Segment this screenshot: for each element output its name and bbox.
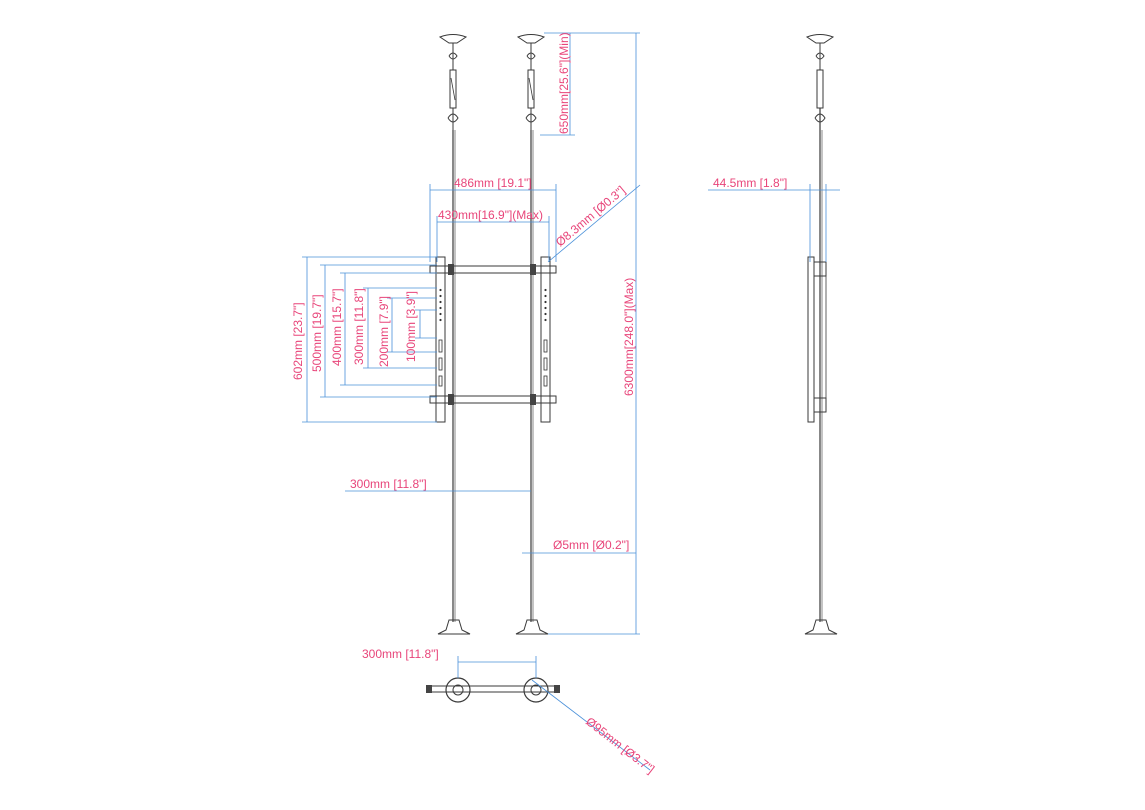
floor-base-left — [437, 619, 471, 635]
top-view — [426, 656, 651, 771]
label-base-dia: Ø95mm [Ø3.7"] — [583, 714, 657, 776]
dimension-lines — [302, 32, 641, 635]
label-v100: 100mm [3.9"] — [404, 291, 418, 362]
vesa-rail-left — [435, 256, 446, 423]
label-base-spacing: 300mm [11.8"] — [362, 647, 439, 661]
label-v500: 500mm [19.7"] — [310, 294, 324, 372]
label-width-outer: 486mm [19.1"] — [454, 176, 532, 190]
label-depth: 44.5mm [1.8"] — [713, 176, 787, 190]
turnbuckle-right — [525, 43, 537, 130]
front-view — [429, 34, 557, 635]
label-v200: 200mm [7.9"] — [377, 296, 391, 367]
label-v602: 602mm [23.7"] — [291, 302, 305, 380]
label-min-drop: 650mm[25.6"](Min) — [557, 32, 571, 134]
label-pole-spacing: 300mm [11.8"] — [350, 477, 427, 491]
label-max-height: 6300mm[248.0"](Max) — [622, 278, 636, 396]
ceiling-plate-right — [516, 34, 546, 44]
vesa-rail-right — [540, 256, 551, 423]
label-width-max: 430mm[16.9"](Max) — [438, 208, 543, 222]
label-pole-dia: Ø5mm [Ø0.2"] — [553, 538, 629, 552]
floor-base-right — [515, 619, 549, 635]
cross-bar-bottom — [429, 394, 557, 405]
label-v400: 400mm [15.7"] — [330, 288, 344, 366]
cross-bar-top — [429, 264, 557, 275]
ceiling-plate-left — [438, 34, 468, 44]
label-v300: 300mm [11.8"] — [352, 288, 366, 365]
side-view — [708, 34, 840, 635]
label-rail-dia: Ø8.3mm [Ø0.3"] — [553, 183, 628, 249]
turnbuckle-left — [447, 43, 459, 130]
